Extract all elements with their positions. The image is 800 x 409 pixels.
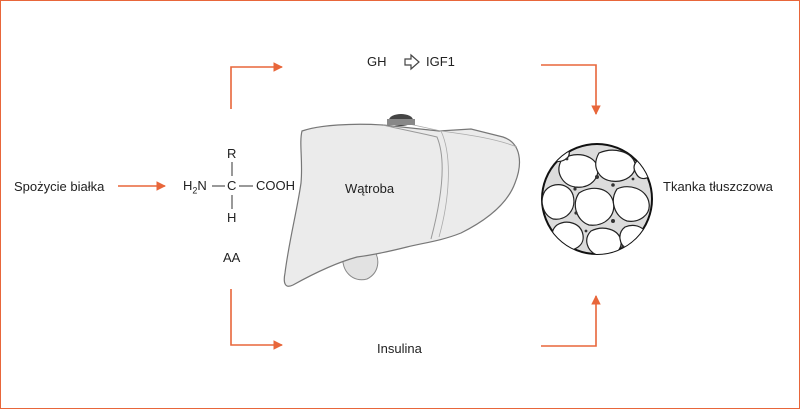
amino-acid-alpha-carbon: C <box>227 178 237 193</box>
amino-acid-carboxyl-group: COOH <box>256 178 295 193</box>
insulin-arrow <box>230 289 283 350</box>
gh-arrow <box>230 62 283 109</box>
amino-acid-bonds <box>212 162 253 209</box>
protein-intake-label: Spożycie białka <box>14 179 105 194</box>
insulin-label: Insulina <box>377 341 422 356</box>
adipose-tissue-illustration <box>541 143 653 255</box>
adipose-tissue-label: Tkanka tłuszczowa <box>663 179 773 194</box>
amine-prefix: H <box>183 178 193 193</box>
amine-subscript: 2 <box>192 185 198 196</box>
gh-to-igf-arrow-icon <box>404 53 420 71</box>
amino-acid-r-group: R <box>227 146 237 161</box>
igf-to-tissue-arrow <box>541 64 601 115</box>
igf1-label: IGF1 <box>426 54 455 69</box>
amine-atom: N <box>197 178 207 193</box>
insulin-to-tissue-arrow <box>541 295 601 347</box>
aa-label: AA <box>223 250 241 265</box>
liver-illustration <box>283 114 521 287</box>
amino-acid-amine-group: H2N <box>183 178 207 196</box>
gh-label: GH <box>367 54 387 69</box>
liver-label: Wątroba <box>345 181 395 196</box>
amino-acid-hydrogen: H <box>227 210 237 225</box>
